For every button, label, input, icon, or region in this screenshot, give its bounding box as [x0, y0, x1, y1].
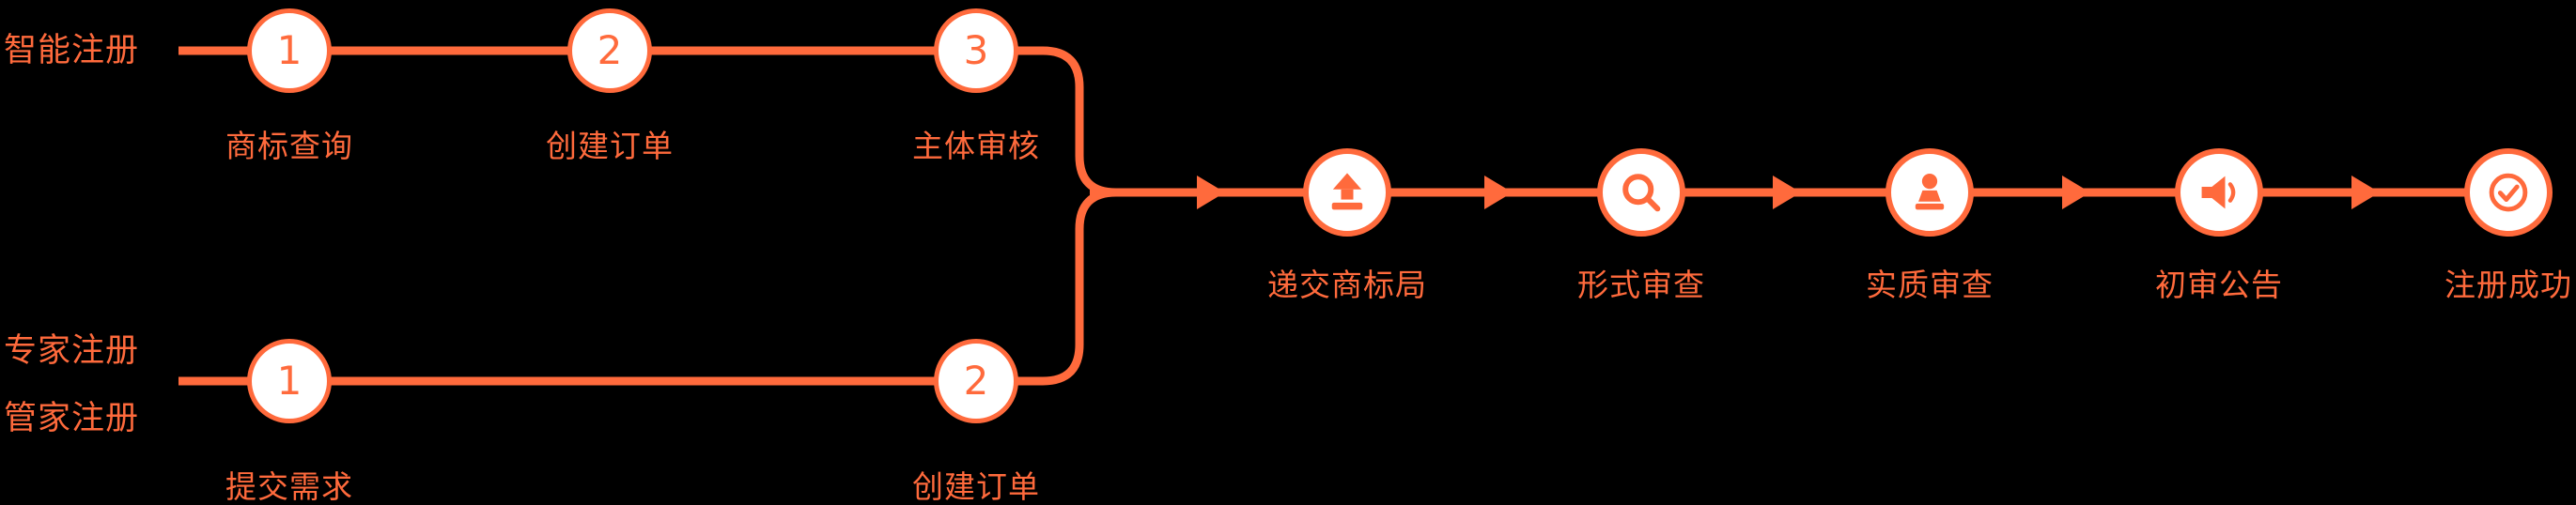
step-number: 1 — [276, 358, 303, 404]
step-number: 2 — [597, 27, 623, 73]
step-number: 1 — [276, 27, 303, 73]
step-number: 3 — [963, 27, 989, 73]
arrow-right-icon — [2062, 176, 2090, 209]
expert-step-2-label: 创建订单 — [912, 468, 1040, 505]
main-step-3-label: 实质审查 — [1866, 267, 1994, 303]
arrow-right-icon — [1773, 176, 1801, 209]
smart-step-1-circle: 1 — [247, 8, 332, 93]
main-step-5-circle — [2464, 148, 2553, 237]
main-step-1-circle — [1303, 148, 1391, 237]
success-check-icon — [2489, 173, 2528, 212]
main-step-4-label: 初审公告 — [2155, 267, 2283, 303]
main-step-2-label: 形式审查 — [1577, 267, 1705, 303]
expert-step-2-circle: 2 — [934, 339, 1018, 423]
expert-track-label-line1: 专家注册 — [4, 332, 140, 370]
arrow-right-icon — [1197, 176, 1225, 209]
smart-step-3-circle: 3 — [934, 8, 1018, 93]
expert-step-1-label: 提交需求 — [225, 468, 353, 505]
main-step-1-label: 递交商标局 — [1267, 267, 1427, 303]
smart-step-2-circle: 2 — [567, 8, 652, 93]
announcement-icon — [2201, 176, 2236, 209]
smart-step-1-label: 商标查询 — [225, 128, 353, 164]
smart-track-label: 智能注册 — [4, 32, 140, 69]
main-step-3-circle — [1885, 148, 1974, 237]
expert-step-1-circle: 1 — [247, 339, 332, 423]
search-icon — [1622, 174, 1661, 212]
smart-step-3-label: 主体审核 — [912, 128, 1040, 164]
expert-track-label-line2: 管家注册 — [4, 400, 140, 437]
main-step-5-label: 注册成功 — [2444, 267, 2572, 303]
submit-stamp-icon — [1331, 173, 1363, 210]
main-step-2-circle — [1597, 148, 1685, 237]
main-step-4-circle — [2175, 148, 2263, 237]
substantive-review-icon — [1915, 173, 1945, 210]
arrow-right-icon — [1484, 176, 1513, 209]
arrow-right-icon — [2351, 176, 2380, 209]
step-number: 2 — [963, 358, 989, 404]
smart-step-2-label: 创建订单 — [546, 128, 674, 164]
